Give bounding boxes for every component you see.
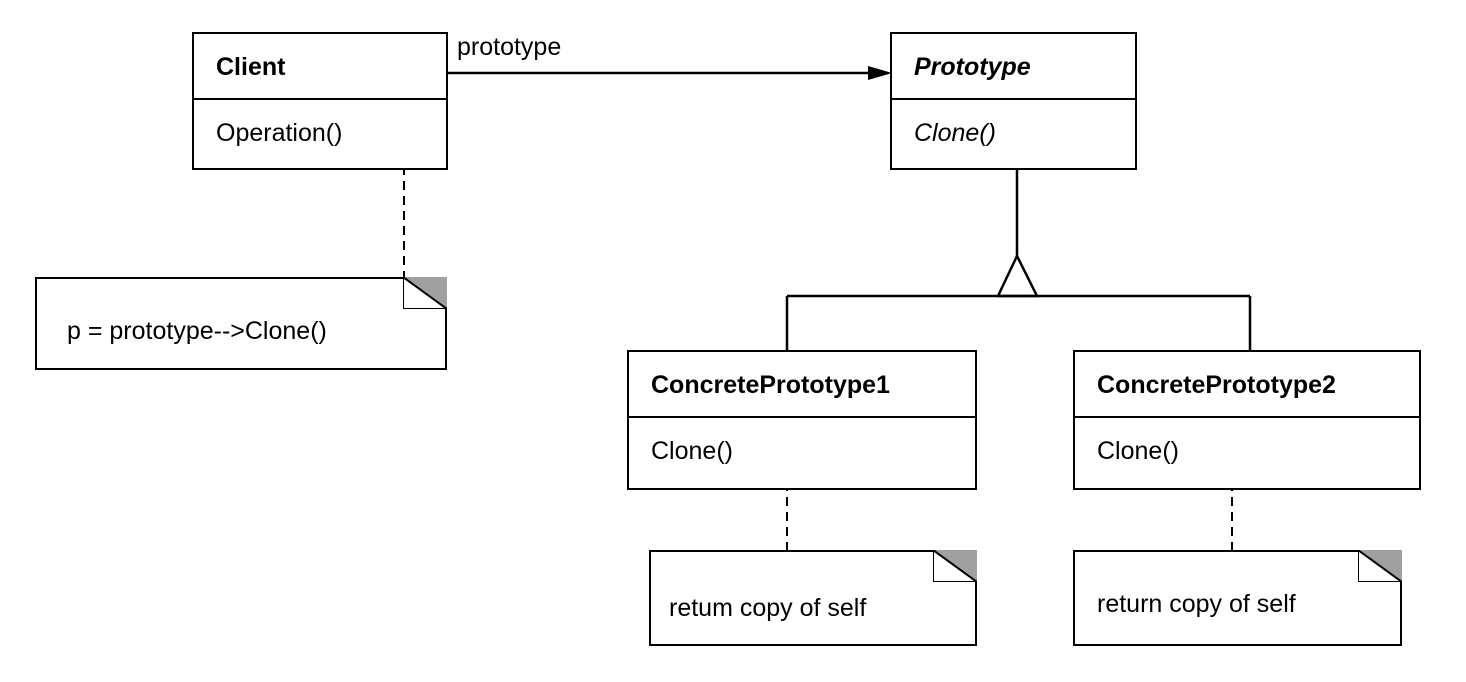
concrete-prototype-1-operation: Clone() — [651, 437, 733, 465]
concrete-prototype-2-name: ConcretePrototype2 — [1075, 352, 1419, 418]
concrete2-note-text: return copy of self — [1097, 590, 1296, 618]
concrete-prototype-2-operation: Clone() — [1097, 437, 1179, 465]
concrete1-note: retum copy of self — [649, 550, 977, 646]
note-fold-icon — [933, 550, 977, 582]
client-operation: Operation() — [216, 119, 343, 147]
note-fold-icon — [403, 277, 447, 309]
inheritance-triangle — [996, 253, 1040, 298]
client-note-text: p = prototype-->Clone() — [67, 317, 327, 345]
client-note: p = prototype-->Clone() — [35, 277, 447, 370]
note-fold-icon — [1358, 550, 1402, 582]
concrete-prototype-1-name: ConcretePrototype1 — [629, 352, 975, 418]
concrete2-note: return copy of self — [1073, 550, 1402, 646]
concrete-prototype-1-class: ConcretePrototype1 Clone() — [627, 350, 977, 490]
association-arrowhead — [868, 66, 892, 80]
client-class-name: Client — [194, 34, 446, 100]
concrete1-note-text: retum copy of self — [669, 594, 867, 622]
client-class: Client Operation() — [192, 32, 448, 170]
prototype-class: Prototype Clone() — [890, 32, 1137, 170]
concrete-prototype-2-class: ConcretePrototype2 Clone() — [1073, 350, 1421, 490]
prototype-class-name: Prototype — [892, 34, 1135, 100]
prototype-operation: Clone() — [914, 119, 996, 147]
association-label: prototype — [457, 33, 562, 61]
